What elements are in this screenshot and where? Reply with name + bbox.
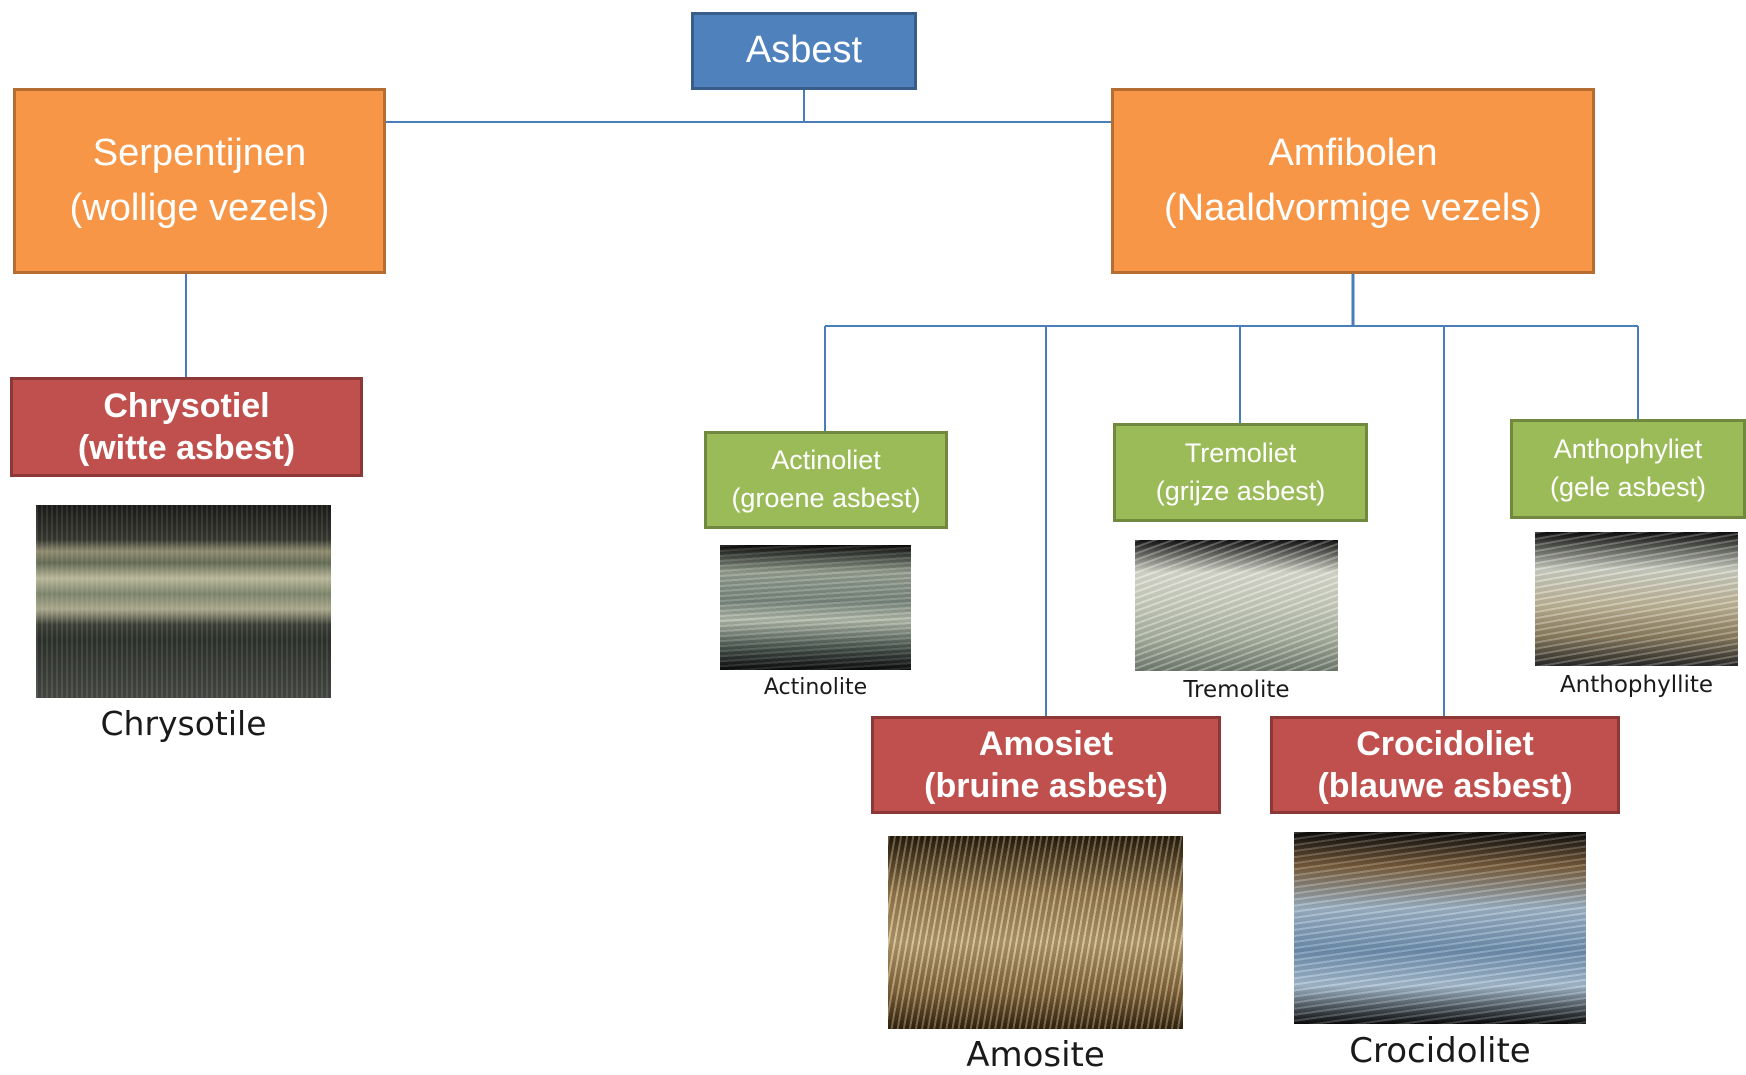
node-tremoliet-subtitle: (grijze asbest) [1155, 475, 1326, 506]
node-actinoliet-subtitle: (groene asbest) [731, 483, 921, 513]
node-anthophyliet-subtitle: (gele asbest) [1549, 472, 1707, 502]
tremolite-caption: Tremolite [1183, 677, 1290, 703]
crocidolite-caption: Crocidolite [1349, 1031, 1531, 1071]
node-amosiet: Amosiet (bruine asbest) [871, 716, 1221, 814]
node-amfibolen-title: Amfibolen [1268, 131, 1438, 174]
node-actinoliet: Actinoliet (groene asbest) [704, 431, 948, 529]
node-asbest-label: Asbest [745, 29, 863, 72]
node-amosiet-name: Amosiet [978, 724, 1114, 763]
node-anthophyliet-name: Anthophyliet [1553, 434, 1703, 465]
crocidolite-photo [1294, 832, 1586, 1024]
node-tremoliet: Tremoliet (grijze asbest) [1113, 423, 1368, 522]
node-amfibolen-subtitle: (Naaldvormige vezels) [1163, 187, 1542, 229]
node-serpentijnen-title: Serpentijnen [92, 131, 307, 174]
actinolite-photo [720, 545, 911, 670]
node-crocidoliet-subtitle: (blauwe asbest) [1317, 767, 1573, 805]
node-asbest: Asbest [691, 12, 917, 90]
node-anthophyliet: Anthophyliet (gele asbest) [1510, 419, 1746, 519]
node-amfibolen: Amfibolen (Naaldvormige vezels) [1111, 88, 1595, 274]
anthophyllite-caption: Anthophyllite [1559, 672, 1714, 698]
amosite-photo [888, 836, 1183, 1029]
node-tremoliet-name: Tremoliet [1184, 437, 1297, 468]
node-chrysotiel: Chrysotiel (witte asbest) [10, 377, 363, 477]
chrysotile-caption: Chrysotile [100, 704, 267, 743]
amosite-caption: Amosite [966, 1035, 1105, 1075]
node-actinoliet-name: Actinoliet [771, 445, 881, 476]
node-serpentijnen: Serpentijnen (wollige vezels) [13, 88, 386, 274]
node-crocidoliet: Crocidoliet (blauwe asbest) [1270, 716, 1620, 814]
node-chrysotiel-subtitle: (witte asbest) [77, 429, 296, 467]
node-amosiet-subtitle: (bruine asbest) [924, 767, 1168, 805]
node-crocidoliet-name: Crocidoliet [1356, 724, 1534, 763]
chrysotile-photo [36, 505, 331, 698]
node-serpentijnen-subtitle: (wollige vezels) [69, 187, 330, 229]
actinolite-caption: Actinolite [763, 675, 868, 700]
tremolite-photo [1135, 540, 1338, 671]
node-chrysotiel-name: Chrysotiel [103, 386, 270, 425]
anthophyllite-photo [1535, 532, 1738, 666]
